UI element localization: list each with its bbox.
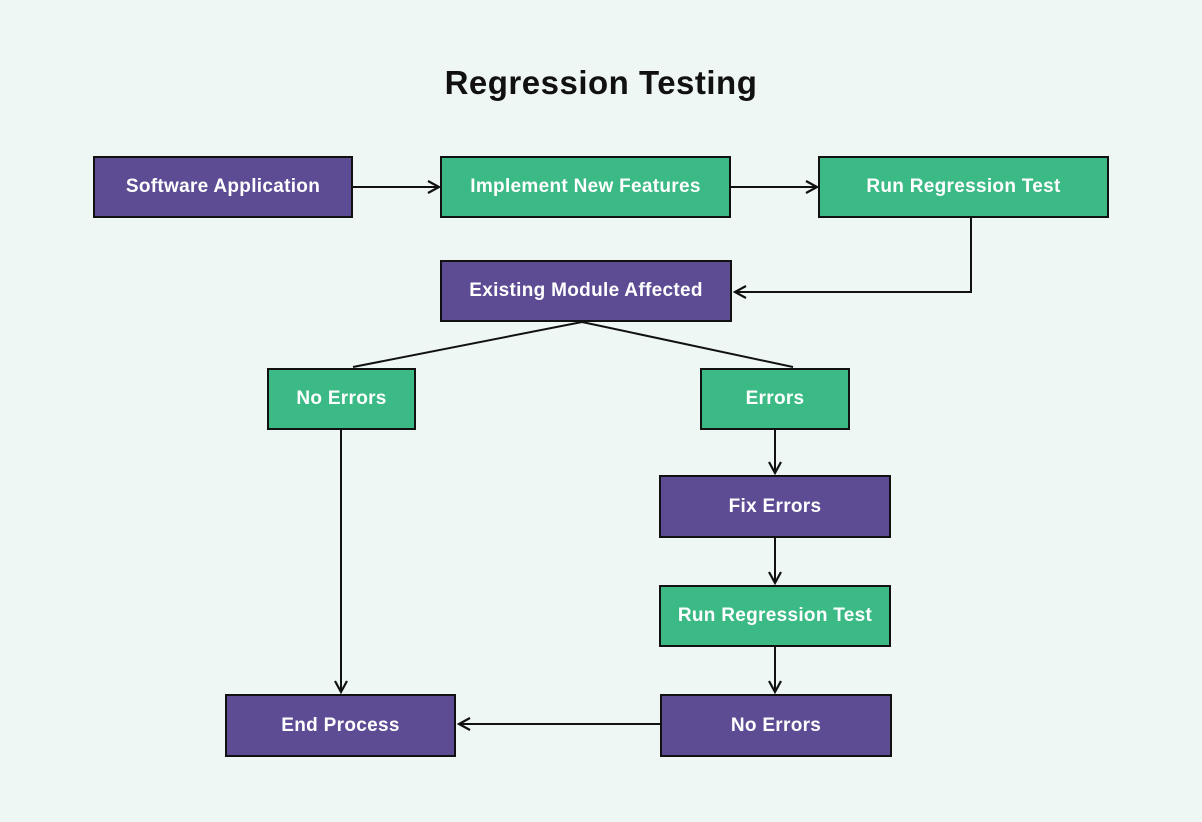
node-label: Software Application [125,176,321,197]
node-end-process: End Process [225,694,456,757]
edge-existing-module-to-errors [581,321,794,368]
node-run-regression-test-bottom: Run Regression Test [659,585,891,647]
diagram-title: Regression Testing [444,64,758,101]
node-no-errors-left: No Errors [267,368,416,430]
node-label: Implement New Features [470,176,701,197]
node-label: Run Regression Test [677,605,873,626]
node-label: No Errors [296,388,387,409]
edge-run-regression-to-existing-module [732,218,972,299]
node-software-application: Software Application [93,156,353,218]
node-no-errors-right: No Errors [660,694,892,757]
edge-existing-module-to-no-errors [352,321,583,368]
node-label: No Errors [730,714,822,736]
node-errors: Errors [700,368,850,430]
node-label: End Process [281,714,400,736]
node-label: Existing Module Affected [469,280,703,301]
node-existing-module-affected: Existing Module Affected [440,260,732,322]
node-run-regression-test-top: Run Regression Test [818,156,1109,218]
node-fix-errors: Fix Errors [659,475,891,538]
node-label: Fix Errors [728,495,822,517]
node-label: Errors [745,388,805,409]
node-implement-new-features: Implement New Features [440,156,731,218]
node-label: Run Regression Test [866,176,1061,197]
